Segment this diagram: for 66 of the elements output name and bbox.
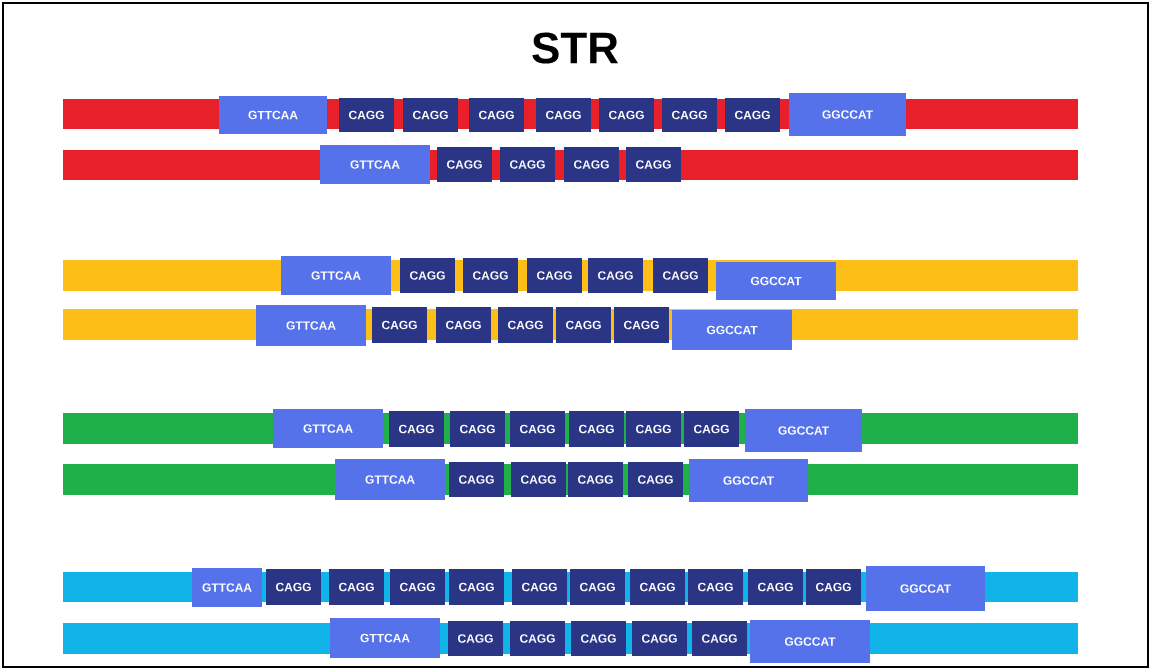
repeat-unit-box: CAGG — [626, 411, 681, 447]
repeat-unit-box: CAGG — [692, 621, 747, 656]
repeat-unit-box: CAGG — [599, 98, 654, 132]
flanking-sequence-box: GTTCAA — [320, 145, 430, 184]
repeat-unit-box: CAGG — [469, 98, 524, 132]
flanking-sequence-box: GGCCAT — [789, 93, 906, 136]
repeat-unit-box: CAGG — [628, 462, 683, 497]
repeat-unit-box: CAGG — [569, 411, 624, 447]
flanking-sequence-box: GGCCAT — [672, 310, 792, 350]
repeat-unit-box: CAGG — [632, 621, 687, 656]
node-label: CAGG — [520, 475, 556, 484]
repeat-unit-box: CAGG — [510, 621, 565, 656]
repeat-unit-box: CAGG — [614, 307, 669, 343]
flanking-sequence-box: GTTCAA — [192, 568, 262, 607]
flanking-sequence-box: GTTCAA — [281, 256, 391, 295]
repeat-unit-box: CAGG — [500, 147, 555, 182]
repeat-unit-box: CAGG — [448, 621, 503, 656]
repeat-unit-box: CAGG — [372, 307, 427, 343]
repeat-unit-box: CAGG — [748, 569, 803, 605]
repeat-unit-box: CAGG — [806, 569, 861, 605]
node-label: CAGG — [578, 424, 614, 434]
node-label: CAGG — [577, 475, 613, 484]
repeat-unit-box: CAGG — [389, 411, 444, 447]
repeat-unit-box: CAGG — [329, 569, 384, 605]
flanking-sequence-box: GGCCAT — [750, 620, 870, 663]
repeat-unit-box: CAGG — [449, 462, 504, 497]
flanking-sequence-box: GTTCAA — [335, 459, 445, 500]
repeat-unit-box: CAGG — [400, 258, 455, 293]
repeat-unit-box: CAGG — [511, 462, 566, 497]
repeat-unit-box: CAGG — [688, 569, 743, 605]
repeat-unit-box: CAGG — [684, 411, 739, 447]
repeat-unit-box: CAGG — [570, 569, 625, 605]
node-label: CAGG — [635, 424, 671, 434]
flanking-sequence-box: GTTCAA — [330, 618, 440, 658]
repeat-unit-box: CAGG — [630, 569, 685, 605]
repeat-unit-box: CAGG — [463, 258, 518, 293]
repeat-unit-box: CAGG — [449, 569, 504, 605]
repeat-unit-box: CAGG — [437, 147, 492, 182]
repeat-unit-box: CAGG — [662, 98, 717, 132]
flanking-sequence-box: GGCCAT — [716, 262, 836, 300]
title: STR — [532, 32, 619, 64]
repeat-unit-box: CAGG — [436, 307, 491, 343]
repeat-unit-box: CAGG — [725, 98, 780, 132]
repeat-unit-box: CAGG — [403, 98, 458, 132]
flanking-sequence-box: GGCCAT — [689, 459, 808, 502]
repeat-unit-box: CAGG — [527, 258, 582, 293]
repeat-unit-box: CAGG — [510, 411, 565, 447]
flanking-sequence-box: GGCCAT — [866, 566, 985, 611]
repeat-unit-box: CAGG — [626, 147, 681, 182]
repeat-unit-box: CAGG — [536, 98, 591, 132]
repeat-unit-box: CAGG — [266, 569, 321, 605]
repeat-unit-box: CAGG — [339, 98, 394, 132]
repeat-unit-box: CAGG — [498, 307, 553, 343]
repeat-unit-box: CAGG — [564, 147, 619, 182]
flanking-sequence-box: GGCCAT — [745, 409, 862, 452]
repeat-unit-box: CAGG — [450, 411, 505, 447]
repeat-unit-box: CAGG — [571, 621, 626, 656]
repeat-unit-box: CAGG — [568, 462, 623, 497]
flanking-sequence-box: GTTCAA — [219, 96, 327, 134]
repeat-unit-box: CAGG — [653, 258, 708, 293]
repeat-unit-box: CAGG — [556, 307, 611, 343]
repeat-unit-box: CAGG — [588, 258, 643, 293]
repeat-unit-box: CAGG — [512, 569, 567, 605]
flanking-sequence-box: GTTCAA — [273, 409, 383, 448]
flanking-sequence-box: GTTCAA — [256, 305, 366, 346]
repeat-unit-box: CAGG — [390, 569, 445, 605]
